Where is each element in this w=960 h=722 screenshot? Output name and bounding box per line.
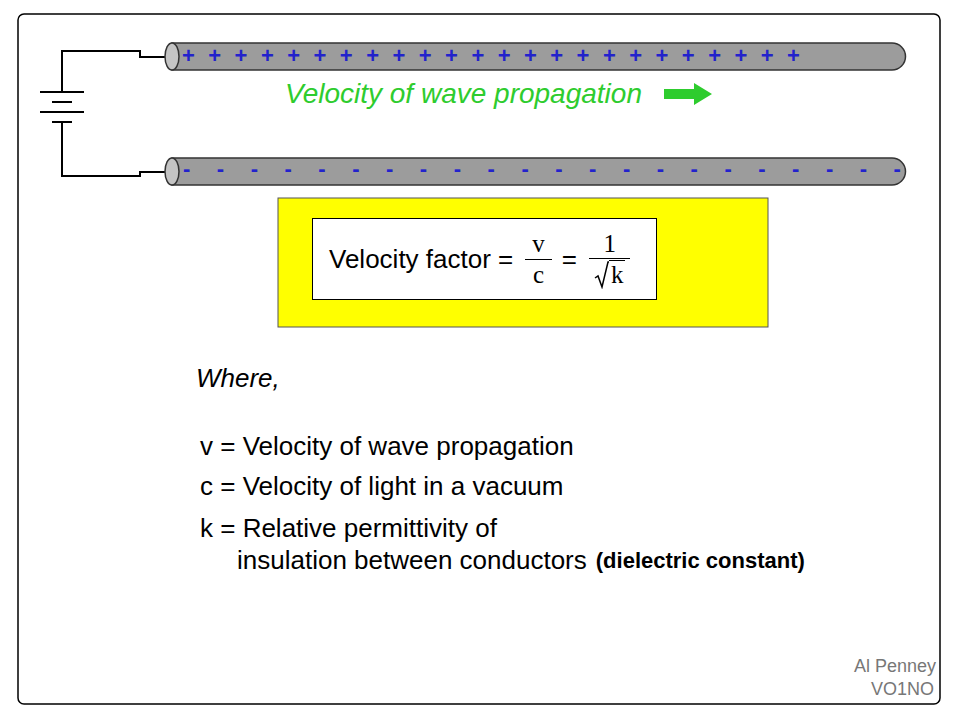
conductor xyxy=(165,43,906,70)
fraction: 1k xyxy=(587,230,633,289)
author-name: Al Penney xyxy=(854,656,936,677)
numerator: v xyxy=(525,230,552,260)
slide-frame xyxy=(18,14,940,704)
call-sign: VO1NO xyxy=(871,679,934,700)
charge-signs: - - - - - - - - - - - - - - - - - - - - … xyxy=(183,156,911,181)
formula-box: Velocity factor = vc = 1k xyxy=(312,218,657,300)
direction-arrow xyxy=(664,83,712,105)
numerator: 1 xyxy=(589,230,630,260)
definition-note: (dielectric constant) xyxy=(596,548,805,573)
radical-sign xyxy=(594,261,609,289)
where-label: Where, xyxy=(196,364,280,394)
wave-label: Velocity of wave propagation xyxy=(285,78,642,110)
radical: k xyxy=(587,259,633,289)
fraction: vc xyxy=(525,230,552,288)
highlight-panel xyxy=(278,198,768,327)
charge-signs: ++++++++++++++++++++++++ xyxy=(182,43,813,68)
formula-text: Velocity factor = xyxy=(329,244,513,275)
definition-block: k = Relative permittivity of insulation … xyxy=(200,512,589,576)
denominator: c xyxy=(526,260,551,289)
battery-symbol xyxy=(40,51,165,176)
definition: c = Velocity of light in a vacuum xyxy=(200,472,563,502)
definition: v = Velocity of wave propagation xyxy=(200,432,574,462)
definition: k = Relative permittivity of insulation … xyxy=(200,513,587,575)
radicand: k xyxy=(609,260,626,289)
formula-text: = xyxy=(562,244,577,275)
